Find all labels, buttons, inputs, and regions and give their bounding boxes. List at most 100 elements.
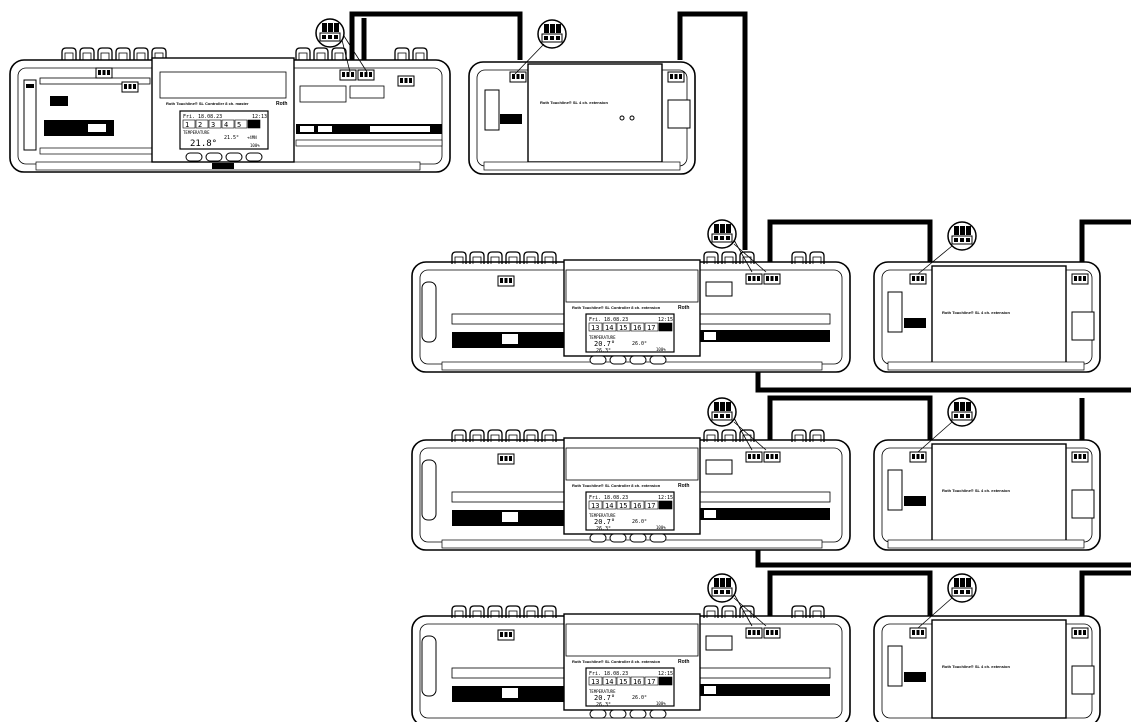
svg-text:100%: 100%: [656, 701, 666, 706]
svg-text:12:13: 12:13: [252, 114, 267, 120]
master-brand: Roth: [276, 101, 287, 107]
svg-text:100%: 100%: [250, 143, 260, 148]
master-lcd: Fri. 18.08.23 12:13 1 2 3 4 5 6 TEMPERATURE 2…: [179, 110, 269, 150]
lcd-zone-box: [658, 500, 673, 510]
lcd-zone-number: 17: [647, 502, 655, 510]
lcd-zone-number: 1: [185, 121, 189, 129]
lcd-zone-number: 13: [591, 678, 599, 686]
lcd-zone-box: [602, 500, 617, 510]
plug-zoom-icon: [947, 573, 977, 603]
lcd-zone-number: 13: [591, 502, 599, 510]
svg-text:26.3°: 26.3°: [596, 526, 611, 532]
extension-8ch-brand: Roth: [678, 305, 689, 311]
svg-text:12:15: 12:15: [658, 495, 673, 501]
extension-8ch-row4: Roth Touchline® SL Controller 8 ch. exte…: [411, 605, 851, 722]
lcd-zone-box: [630, 500, 645, 510]
extension-4ch-row4: Roth Touchline® SL 4 ch. extension: [873, 615, 1101, 722]
lcd-zone-number: 6: [250, 121, 254, 129]
svg-text:21.5°: 21.5°: [224, 135, 239, 141]
svg-text:26.0°: 26.0°: [632, 519, 647, 525]
svg-text:26.0°: 26.0°: [632, 341, 647, 347]
lcd-zone-number: 18: [661, 324, 669, 332]
extension-4ch-row3: Roth Touchline® SL 4 ch. extension: [873, 439, 1101, 551]
svg-text:TEMPERATURE: TEMPERATURE: [589, 335, 616, 340]
svg-text:26.3°: 26.3°: [596, 702, 611, 708]
svg-text:12:15: 12:15: [658, 671, 673, 677]
plug-zoom-icon: [947, 397, 977, 427]
lcd-zone-number: 13: [591, 324, 599, 332]
lcd-zone-number: 16: [633, 678, 641, 686]
lcd-zone-box: [247, 119, 261, 129]
plug-zoom-icon: [707, 219, 737, 249]
plug-zoom-icon: [707, 573, 737, 603]
master-title: Roth Touchline® SL Controller 8 ch. mast…: [166, 101, 249, 106]
extension-buttons[interactable]: [589, 709, 667, 719]
lcd-zone-box: [588, 500, 603, 510]
svg-text:20.7°: 20.7°: [594, 518, 615, 526]
lcd-zone-box: [616, 676, 631, 686]
lcd-zone-box: [602, 676, 617, 686]
lcd-zone-number: 15: [619, 324, 627, 332]
svg-text:TEMPERATURE: TEMPERATURE: [183, 130, 210, 135]
svg-text:26.0°: 26.0°: [632, 695, 647, 701]
lcd-zone-number: 16: [633, 324, 641, 332]
lcd-zone-box: [195, 119, 209, 129]
svg-text:12:15: 12:15: [658, 317, 673, 323]
svg-text:21.8°: 21.8°: [190, 139, 217, 149]
extension-title: Roth Touchline® SL 4 ch. extension: [942, 488, 1010, 493]
lcd-zone-box: [234, 119, 248, 129]
lcd-zone-number: 15: [619, 502, 627, 510]
lcd-zone-box: [644, 676, 659, 686]
svg-text:100%: 100%: [656, 525, 666, 530]
svg-text:Fri. 18.08.23: Fri. 18.08.23: [183, 114, 222, 120]
extension-buttons[interactable]: [589, 533, 667, 543]
lcd-zone-box: [616, 500, 631, 510]
lcd-zone-number: 2: [198, 121, 202, 129]
extension-title: Roth Touchline® SL 4 ch. extension: [942, 310, 1010, 315]
plug-zoom-icon: [947, 221, 977, 251]
plug-zoom-icon: [707, 397, 737, 427]
lcd-zone-box: [630, 322, 645, 332]
lcd-zone-box: [588, 322, 603, 332]
svg-text:26.3°: 26.3°: [596, 348, 611, 354]
extension-4ch-top: Roth Touchline® SL 4 ch. extension: [468, 61, 696, 175]
lcd-zone-number: 17: [647, 678, 655, 686]
lcd-zone-box: [630, 676, 645, 686]
extension-title: Roth Touchline® SL 4 ch. extension: [540, 100, 608, 105]
lcd-zone-box: [616, 322, 631, 332]
lcd-zone-number: 18: [661, 678, 669, 686]
lcd-zone-number: 3: [211, 121, 215, 129]
lcd-zone-number: 5: [237, 121, 241, 129]
lcd-zone-box: [221, 119, 235, 129]
lcd-zone-box: [644, 322, 659, 332]
extension-8ch-row3: Roth Touchline® SL Controller 8 ch. exte…: [411, 429, 851, 551]
master-buttons[interactable]: [185, 152, 263, 162]
lcd-zone-number: 18: [661, 502, 669, 510]
lcd-zone-box: [658, 676, 673, 686]
extension-8ch-brand: Roth: [678, 659, 689, 665]
extension-title: Roth Touchline® SL 4 ch. extension: [942, 664, 1010, 669]
lcd-zone-box: [208, 119, 222, 129]
svg-text:20.7°: 20.7°: [594, 694, 615, 702]
svg-text:20.7°: 20.7°: [594, 340, 615, 348]
extension-8ch-brand: Roth: [678, 483, 689, 489]
lcd-zone-box: [602, 322, 617, 332]
plug-zoom-icon: [315, 18, 345, 48]
lcd-zone-box: [182, 119, 196, 129]
svg-text:Fri. 18.08.23: Fri. 18.08.23: [589, 317, 628, 323]
master-controller: Roth Touchline® SL Controller 8 ch. mast…: [9, 47, 451, 173]
lcd-zone-number: 4: [224, 121, 228, 129]
extension-8ch-title: Roth Touchline® SL Controller 8 ch. exte…: [572, 305, 661, 310]
extension-buttons[interactable]: [589, 355, 667, 365]
lcd-zone-box: [588, 676, 603, 686]
lcd-zone-box: [658, 322, 673, 332]
svg-text:Fri. 18.08.23: Fri. 18.08.23: [589, 671, 628, 677]
svg-text:Fri. 18.08.23: Fri. 18.08.23: [589, 495, 628, 501]
extension-8ch-title: Roth Touchline® SL Controller 8 ch. exte…: [572, 659, 661, 664]
lcd-zone-number: 16: [633, 502, 641, 510]
lcd-zone-number: 14: [605, 502, 613, 510]
lcd-zone-number: 15: [619, 678, 627, 686]
